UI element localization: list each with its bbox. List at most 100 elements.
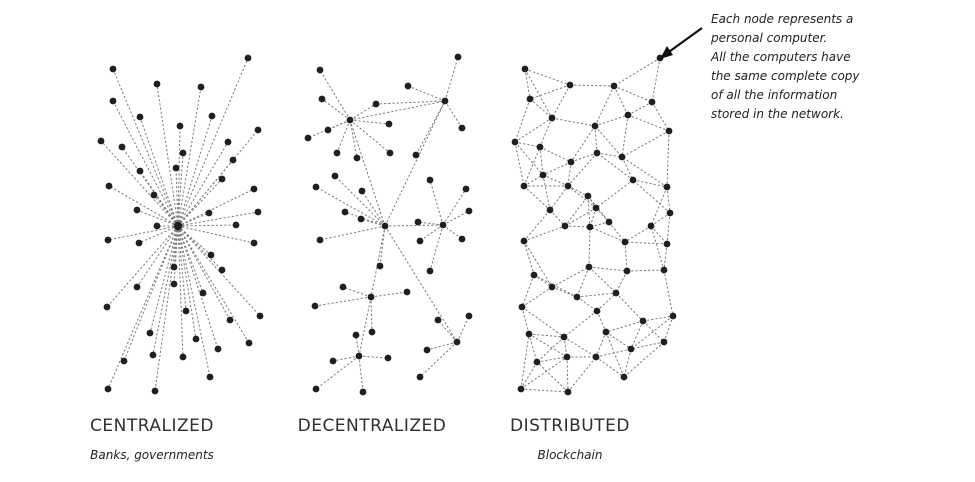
- distributed-link: [621, 156, 668, 188]
- distributed-link: [523, 240, 535, 276]
- decentralized-node: [316, 66, 324, 74]
- decentralized-link: [426, 341, 458, 351]
- decentralized-link: [442, 224, 463, 240]
- distributed-link: [650, 225, 668, 245]
- decentralized-node: [339, 283, 347, 291]
- distributed-node: [666, 209, 674, 217]
- decentralized-node: [376, 262, 384, 270]
- distributed-node: [663, 183, 671, 191]
- decentralized-link: [344, 211, 386, 227]
- centralized-node: [170, 263, 178, 271]
- centralized-link: [152, 225, 179, 356]
- centralized-node: [206, 373, 214, 381]
- decentralized-link: [342, 286, 372, 298]
- distributed-link: [528, 333, 568, 358]
- distributed-node: [639, 317, 647, 325]
- decentralized-node: [403, 288, 411, 296]
- decentralized-link: [361, 190, 386, 227]
- decentralized-node: [368, 328, 376, 336]
- centralized-link: [177, 225, 250, 344]
- distributed-link: [514, 141, 544, 176]
- distributed-link: [595, 348, 632, 358]
- distributed-link: [564, 195, 589, 227]
- decentralized-node: [318, 95, 326, 103]
- decentralized-node: [355, 352, 363, 360]
- distributed-link: [589, 207, 597, 228]
- distributed-link: [523, 185, 551, 211]
- decentralized-link: [429, 224, 444, 272]
- distributed-link: [596, 292, 617, 312]
- distributed-link: [626, 269, 665, 272]
- decentralized-node: [454, 53, 462, 61]
- distributed-node: [566, 81, 574, 89]
- distributed-link: [624, 241, 628, 272]
- centralized-node: [97, 137, 105, 145]
- centralized-node: [149, 351, 157, 359]
- centralized-node: [254, 126, 262, 134]
- distributed-node: [560, 333, 568, 341]
- centralized-link: [177, 211, 259, 227]
- centralized-node: [250, 239, 258, 247]
- decentralized-link: [442, 188, 467, 226]
- distributed-link: [520, 333, 530, 390]
- distributed-node: [621, 238, 629, 246]
- decentralized-link: [370, 296, 373, 333]
- distributed-link: [514, 98, 531, 143]
- decentralized-node: [423, 346, 431, 354]
- centralized-link: [177, 86, 202, 227]
- decentralized-link: [419, 224, 444, 242]
- decentralized-link: [437, 319, 458, 343]
- decentralized-node: [324, 126, 332, 134]
- distributed-link: [551, 117, 596, 127]
- decentralized-link: [349, 119, 386, 227]
- centralized-link: [107, 225, 179, 390]
- decentralized-node: [329, 357, 337, 365]
- distributed-link: [595, 356, 625, 378]
- distributed-link: [589, 226, 626, 243]
- distributed-link: [536, 361, 569, 393]
- distributed-link: [666, 212, 671, 245]
- decentralized-node: [439, 221, 447, 229]
- distributed-node: [623, 267, 631, 275]
- distributed-node: [533, 358, 541, 366]
- distributed-node: [573, 293, 581, 301]
- distributed-node: [567, 158, 575, 166]
- centralized-node: [250, 185, 258, 193]
- distributed-node: [585, 263, 593, 271]
- decentralized-link: [444, 56, 459, 102]
- centralized-link: [177, 225, 219, 350]
- centralized-link: [177, 225, 204, 294]
- distributed-link: [549, 209, 566, 227]
- centralized-link: [177, 188, 255, 227]
- centralized-node: [199, 289, 207, 297]
- distributed-node: [605, 218, 613, 226]
- distributed-link: [567, 185, 597, 209]
- distributed-node: [669, 312, 677, 320]
- decentralized-link: [429, 179, 444, 226]
- decentralized-link: [358, 355, 389, 359]
- centralized-link: [106, 225, 179, 308]
- centralized-link: [177, 115, 213, 227]
- distributed-link: [523, 174, 544, 187]
- distributed-node: [629, 176, 637, 184]
- decentralized-link: [321, 98, 351, 121]
- decentralized-node: [357, 215, 365, 223]
- centralized-link: [177, 152, 184, 227]
- distributed-node: [610, 82, 618, 90]
- distributed-link: [524, 68, 571, 86]
- annotation-arrow-line: [665, 27, 703, 55]
- distributed-node: [618, 153, 626, 161]
- distributed-link: [663, 269, 674, 317]
- centralized-node: [109, 97, 117, 105]
- distributed-link: [533, 274, 553, 288]
- distributed-link: [615, 292, 644, 322]
- distributed-link: [536, 356, 568, 363]
- decentralized-link: [334, 175, 386, 227]
- distributed-link: [588, 226, 591, 268]
- distributed-link: [524, 68, 553, 119]
- decentralized-node: [312, 385, 320, 393]
- distributed-link: [533, 274, 578, 298]
- decentralized-link: [349, 119, 390, 125]
- centralized-node: [133, 283, 141, 291]
- decentralized-link: [370, 291, 408, 298]
